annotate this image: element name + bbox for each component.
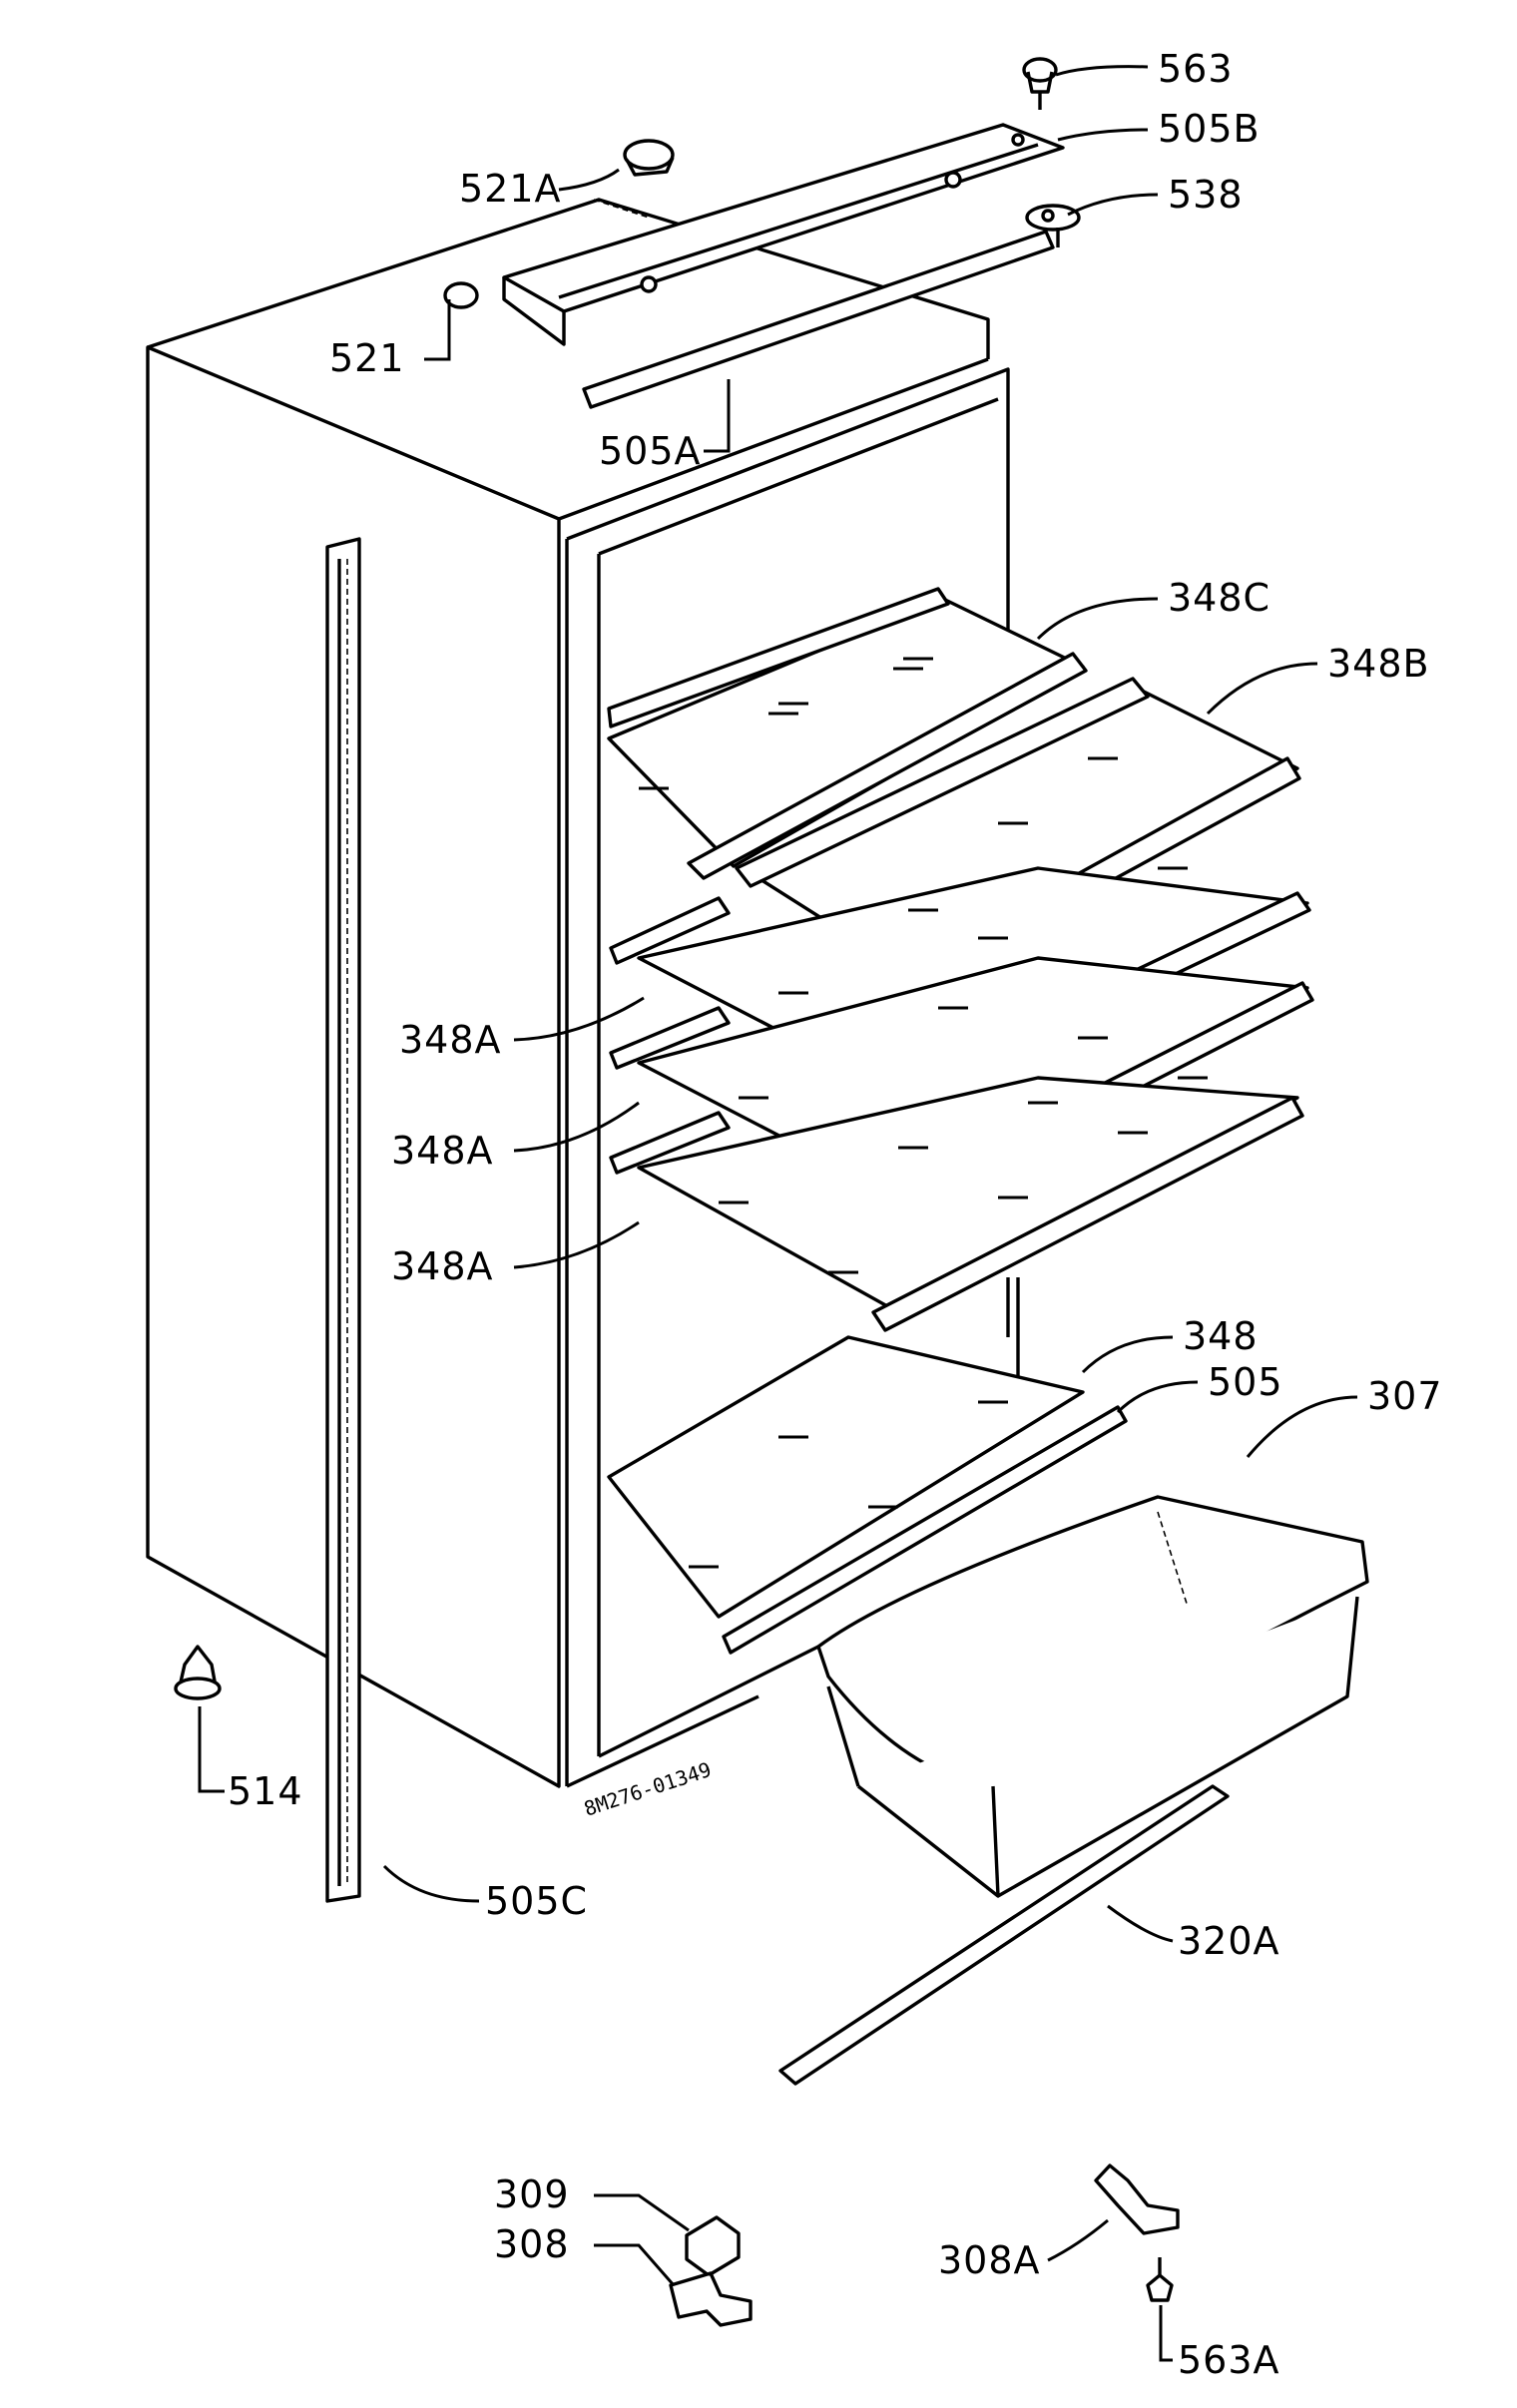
label-505C: 505C [485, 1879, 588, 1923]
shelf-348C [607, 587, 1088, 880]
label-348A-2: 348A [391, 1129, 494, 1173]
part-307-drawer [816, 1495, 1369, 1898]
leader-lines [198, 65, 1358, 2362]
part-labels: 563 505B 521A 538 521 505A 348C 348B 348… [228, 47, 1443, 2382]
label-348: 348 [1183, 1314, 1259, 1358]
label-348A-3: 348A [391, 1244, 494, 1288]
part-521-cap [443, 281, 479, 309]
label-505: 505 [1208, 1360, 1283, 1404]
part-514-foot [174, 1645, 222, 1700]
part-563A-screw [1146, 2257, 1174, 2302]
label-308: 308 [494, 2222, 570, 2266]
shelf-348-bottom [607, 1335, 1085, 1619]
part-505-rail [722, 1405, 1128, 1655]
label-348A-1: 348A [399, 1018, 502, 1062]
label-514: 514 [228, 1769, 303, 1813]
label-505B: 505B [1158, 107, 1261, 151]
shelf-348A-3 [609, 1076, 1304, 1332]
label-308A: 308A [938, 2238, 1041, 2282]
label-563A: 563A [1178, 2338, 1280, 2382]
label-309: 309 [494, 2172, 570, 2216]
label-505A: 505A [599, 429, 702, 473]
part-309-block [685, 2215, 741, 2277]
label-521A: 521A [459, 167, 562, 211]
part-538-pivot [1025, 204, 1081, 247]
part-308A-bracket [1094, 2164, 1180, 2235]
label-538: 538 [1168, 173, 1244, 217]
part-563-knob [1022, 57, 1058, 110]
part-521A-cap [623, 139, 675, 177]
part-505C-door-strip [325, 537, 361, 1903]
label-320A: 320A [1178, 1919, 1280, 1963]
label-521: 521 [329, 336, 405, 380]
label-563: 563 [1158, 47, 1234, 91]
part-505B-hinge-bar [502, 123, 1065, 346]
glass-hatching [639, 657, 1208, 1569]
drawing-code: 8M276-01349 [581, 1757, 714, 1821]
part-308-bracket [669, 2271, 753, 2327]
cabinet-body [146, 198, 1020, 1788]
part-505A-rail [582, 230, 1055, 409]
label-348C: 348C [1168, 576, 1270, 620]
part-320A-rail [778, 1784, 1230, 2086]
label-307: 307 [1367, 1374, 1443, 1418]
label-348B: 348B [1327, 642, 1430, 686]
